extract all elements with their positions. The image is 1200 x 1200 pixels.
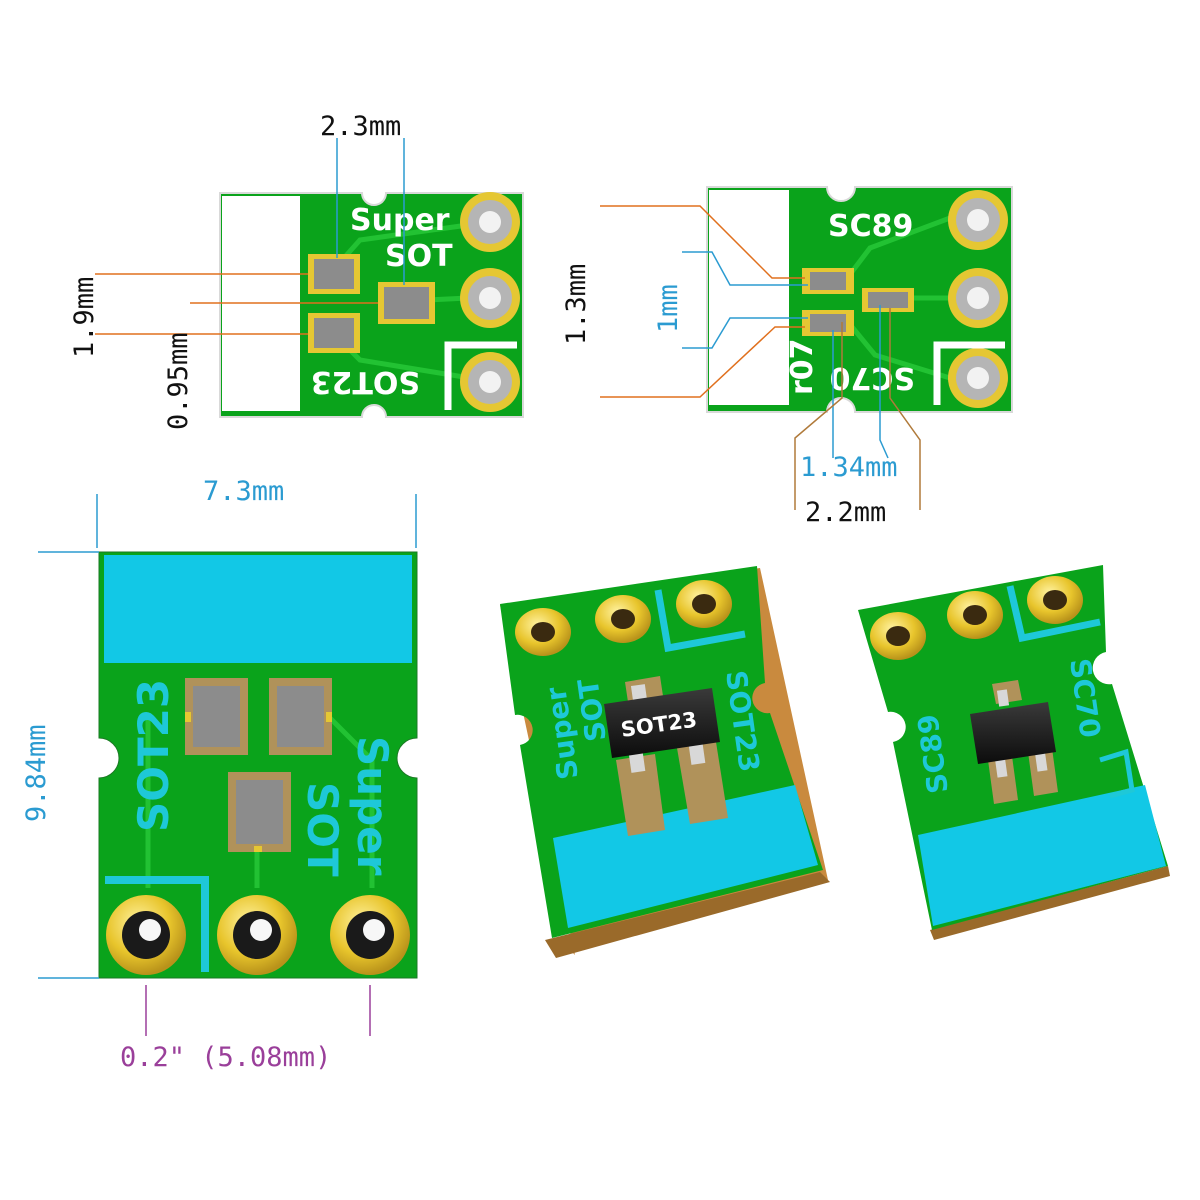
big-board: SOT23 Super SOT 7.3mm 9.84mm 0.2" (5.08m… [21, 476, 418, 1073]
pin1-marker [933, 341, 1005, 405]
dim-2-3mm: 2.3mm [320, 111, 401, 142]
dim-1-9mm: 1.9mm [69, 277, 100, 358]
pin1-marker [105, 876, 209, 972]
chip-body [604, 688, 720, 758]
through-holes [460, 192, 520, 412]
silk-sc89: SC89 [828, 209, 913, 244]
chip-body [970, 702, 1056, 764]
through-holes [948, 190, 1008, 408]
dim-0-2in: 0.2" (5.08mm) [120, 1042, 331, 1073]
silk-rev: r07 [785, 338, 820, 395]
silk-pin-marker [1099, 748, 1135, 799]
silk-super: Super [350, 203, 450, 238]
pin1-marker [444, 341, 517, 410]
cyan-solder-area [104, 555, 412, 663]
smd-pads [308, 254, 435, 353]
dim-1-3mm: 1.3mm [561, 264, 592, 345]
cyan-solder-area [553, 785, 818, 928]
pin1-marker [654, 589, 746, 653]
dim-9-84mm: 9.84mm [21, 724, 52, 822]
dimension-lines [95, 138, 405, 335]
chip-sot23: SOT23 [604, 684, 720, 773]
dim-0-95mm: 0.95mm [163, 332, 194, 430]
dim-7-3mm: 7.3mm [203, 476, 284, 507]
silk-super: Super [348, 736, 397, 876]
board-side [930, 866, 1170, 940]
smd-pads [185, 678, 332, 852]
silk-sot23: SOT23 [129, 679, 178, 832]
through-holes [515, 580, 732, 656]
render-sc89-board: SC89 SC70 [858, 565, 1170, 940]
silk-sot: SOT [298, 782, 347, 877]
cyan-solder-area [918, 785, 1166, 926]
pin1-marker [1006, 585, 1101, 643]
cutout-area [709, 190, 789, 405]
render-sot23-board: SOT23 Super SOT SOT23 [500, 566, 830, 958]
dimension-lines [600, 205, 921, 510]
dim-2-2mm: 2.2mm [805, 497, 886, 528]
smd-pads [802, 268, 914, 336]
top-right-board: SC89 SC70 r07 1.3mm 1mm 1.34mm 2.2mm [561, 186, 1013, 528]
top-left-board: Super SOT SOT23 2.3mm 1.9mm 0.95mm [69, 111, 524, 430]
board-side [545, 872, 830, 958]
silk-sot23-mirrored: SOT23 [311, 364, 420, 399]
through-holes [106, 895, 410, 975]
dim-1mm: 1mm [653, 284, 684, 333]
through-holes [870, 576, 1083, 660]
dimension-lines [38, 494, 417, 1036]
dim-1-34mm: 1.34mm [800, 452, 898, 483]
chip-sc89 [970, 689, 1056, 778]
silk-sc70-mirrored: SC70 [830, 360, 915, 395]
silk-sot: SOT [385, 239, 453, 274]
